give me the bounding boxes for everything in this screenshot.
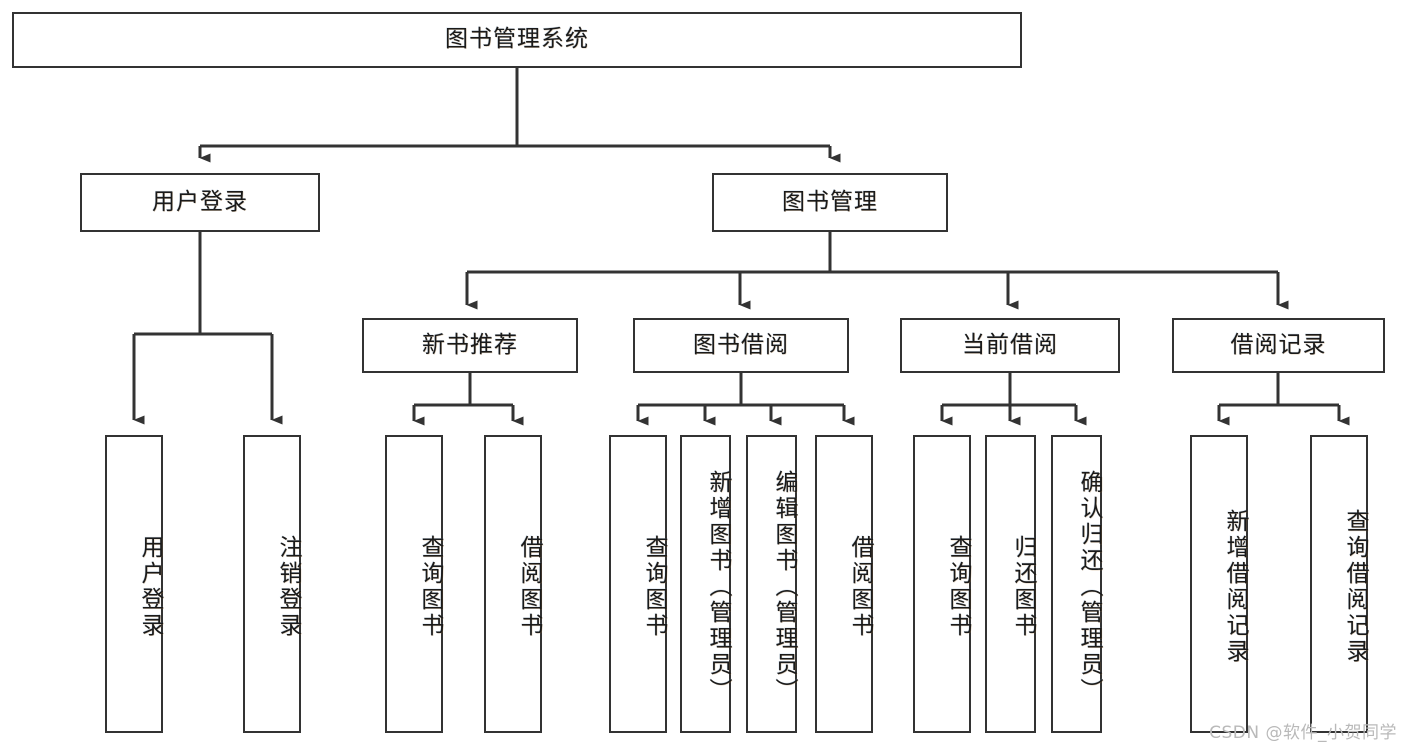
leaf-query-record[interactable]: 查询借阅记录 — [1310, 435, 1368, 733]
leaf-confirm-return[interactable]: 确认归还（管理员） — [1051, 435, 1102, 733]
leaf-logout-label: 注销登录 — [275, 535, 301, 639]
leaf-borrow-book-2[interactable]: 借阅图书 — [815, 435, 873, 733]
leaf-confirm-return-label: 确认归还（管理员） — [1076, 470, 1102, 704]
leaf-borrow-book-1[interactable]: 借阅图书 — [484, 435, 542, 733]
leaf-query-book-1[interactable]: 查询图书 — [385, 435, 443, 733]
node-root-label: 图书管理系统 — [445, 26, 589, 53]
node-borrow-record[interactable]: 借阅记录 — [1172, 318, 1385, 373]
node-book-manage-label: 图书管理 — [782, 188, 878, 215]
leaf-add-record-label: 新增借阅记录 — [1222, 509, 1248, 665]
leaf-borrow-book-1-label: 借阅图书 — [516, 535, 542, 639]
node-current-borrow-label: 当前借阅 — [962, 331, 1058, 358]
node-book-manage[interactable]: 图书管理 — [712, 173, 948, 232]
leaf-return-book[interactable]: 归还图书 — [985, 435, 1036, 733]
watermark-text: CSDN @软件_小贺同学 — [1209, 723, 1397, 743]
leaf-query-book-1-label: 查询图书 — [417, 535, 443, 639]
node-root[interactable]: 图书管理系统 — [12, 12, 1022, 68]
node-book-borrow-label: 图书借阅 — [693, 331, 789, 358]
leaf-edit-book[interactable]: 编辑图书（管理员） — [746, 435, 797, 733]
node-new-book-rec-label: 新书推荐 — [422, 331, 518, 358]
leaf-add-book-label: 新增图书（管理员） — [705, 470, 731, 704]
leaf-query-book-3-label: 查询图书 — [945, 535, 971, 639]
leaf-query-record-label: 查询借阅记录 — [1342, 509, 1368, 665]
leaf-user-login[interactable]: 用户登录 — [105, 435, 163, 733]
node-current-borrow[interactable]: 当前借阅 — [900, 318, 1120, 373]
leaf-add-book[interactable]: 新增图书（管理员） — [680, 435, 731, 733]
leaf-user-login-label: 用户登录 — [137, 535, 163, 639]
leaf-logout[interactable]: 注销登录 — [243, 435, 301, 733]
leaf-return-book-label: 归还图书 — [1010, 535, 1036, 639]
leaf-query-book-3[interactable]: 查询图书 — [913, 435, 971, 733]
node-user-login-label: 用户登录 — [152, 188, 248, 215]
leaf-edit-book-label: 编辑图书（管理员） — [771, 470, 797, 704]
node-borrow-record-label: 借阅记录 — [1230, 331, 1327, 358]
leaf-query-book-2[interactable]: 查询图书 — [609, 435, 667, 733]
leaf-add-record[interactable]: 新增借阅记录 — [1190, 435, 1248, 733]
node-new-book-rec[interactable]: 新书推荐 — [362, 318, 578, 373]
node-book-borrow[interactable]: 图书借阅 — [633, 318, 849, 373]
leaf-query-book-2-label: 查询图书 — [641, 535, 667, 639]
leaf-borrow-book-2-label: 借阅图书 — [847, 535, 873, 639]
node-user-login[interactable]: 用户登录 — [80, 173, 320, 232]
